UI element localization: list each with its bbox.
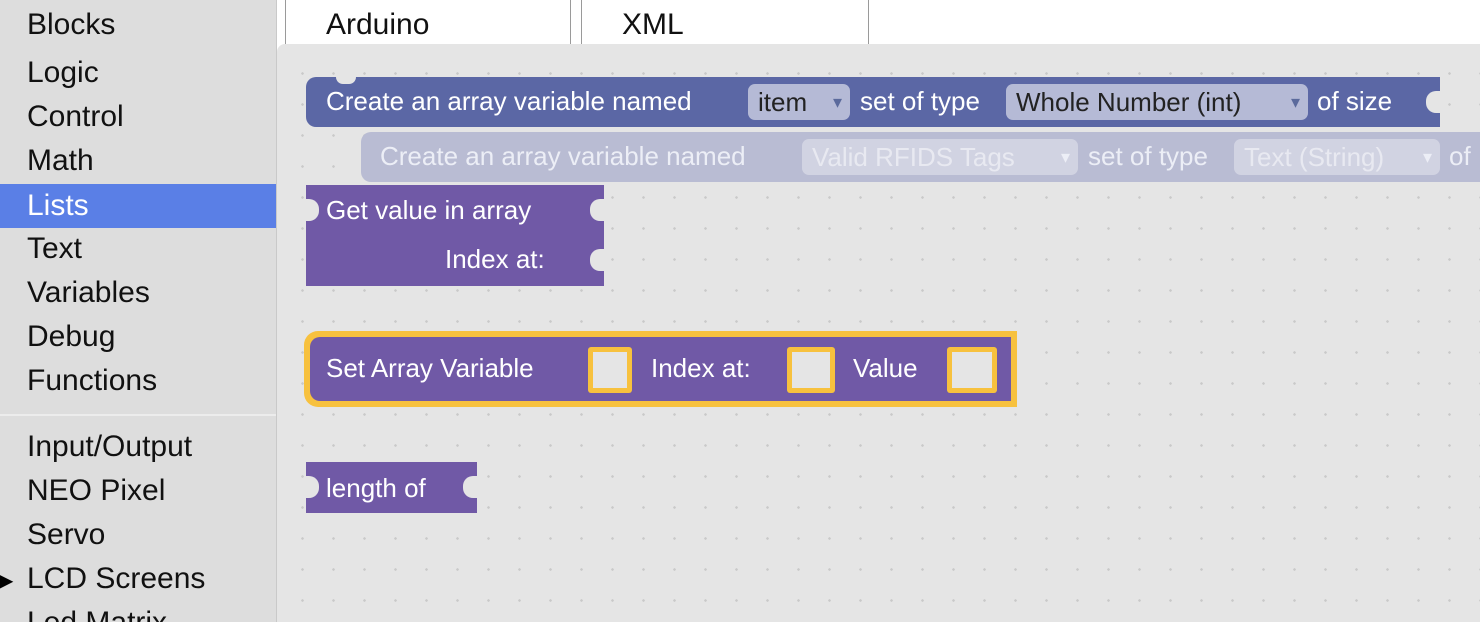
block-label: Create an array variable named xyxy=(380,141,746,171)
slot-inner xyxy=(952,352,992,388)
toolbox-category-control[interactable]: Control xyxy=(27,100,124,133)
set-array-variable-block[interactable]: Set Array Variable Index at: Value xyxy=(310,337,1011,401)
slot-inner xyxy=(792,352,830,388)
toolbox-category-variables[interactable]: Variables xyxy=(27,276,150,309)
index-input-socket[interactable] xyxy=(590,249,604,271)
toolbox-category-lists[interactable]: Lists xyxy=(0,184,276,228)
chevron-down-icon: ▾ xyxy=(1290,92,1300,112)
get-value-in-array-block[interactable]: Get value in array Index at: xyxy=(305,185,604,286)
block-flyout-workspace[interactable]: Create an array variable named Valid RFI… xyxy=(277,44,1480,622)
create-array-block[interactable]: Create an array variable named item ▾ se… xyxy=(306,77,1440,127)
tab-xml[interactable]: XML xyxy=(581,0,869,44)
dropdown-value: Valid RFIDS Tags xyxy=(812,142,1015,172)
block-label: Set Array Variable xyxy=(326,353,534,383)
chevron-down-icon: ▾ xyxy=(832,92,842,112)
variable-name-dropdown[interactable]: item ▾ xyxy=(748,84,850,120)
toolbox-category-debug[interactable]: Debug xyxy=(27,320,116,353)
toolbox-category-text[interactable]: Text xyxy=(27,232,83,265)
value-label: Value xyxy=(853,353,918,383)
block-label: Create an array variable named xyxy=(326,86,692,116)
input-socket[interactable] xyxy=(463,476,477,498)
toolbox-category-logic[interactable]: Logic xyxy=(27,56,99,89)
toolbox-category-lcd-screens[interactable]: ▶ LCD Screens xyxy=(0,557,276,601)
chevron-down-icon: ▾ xyxy=(1422,147,1432,167)
variable-input-slot[interactable] xyxy=(588,347,632,393)
value-input-slot[interactable] xyxy=(947,347,997,393)
create-array-block-ghost[interactable]: Create an array variable named Valid RFI… xyxy=(361,132,1480,182)
block-notch xyxy=(336,77,356,84)
index-input-slot[interactable] xyxy=(787,347,835,393)
type-dropdown[interactable]: Whole Number (int) ▾ xyxy=(1006,84,1308,120)
slot-inner xyxy=(593,352,627,388)
length-of-block[interactable]: length of xyxy=(305,462,477,513)
toolbox-sidebar: Blocks Logic Control Math Lists Text Var… xyxy=(0,0,277,622)
block-label: of xyxy=(1449,141,1471,171)
toolbox-category-blocks[interactable]: Blocks xyxy=(27,8,116,41)
tab-bar: Arduino XML xyxy=(277,0,1480,44)
block-label: length of xyxy=(326,473,426,503)
sidebar-divider xyxy=(0,414,276,416)
index-label: Index at: xyxy=(651,353,751,383)
dropdown-value: Whole Number (int) xyxy=(1016,87,1242,117)
expand-arrow-icon[interactable]: ▶ xyxy=(0,571,13,591)
output-connector xyxy=(305,476,319,498)
toolbox-category-neo-pixel[interactable]: NEO Pixel xyxy=(27,474,166,507)
dropdown-value: Text (String) xyxy=(1244,142,1385,172)
block-label: set of type xyxy=(860,86,980,116)
toolbox-category-math[interactable]: Math xyxy=(27,144,94,177)
output-connector xyxy=(305,199,319,221)
dropdown-value: item xyxy=(758,87,808,117)
variable-name-dropdown[interactable]: Valid RFIDS Tags ▾ xyxy=(802,139,1078,175)
array-input-socket[interactable] xyxy=(590,199,604,221)
block-label: Get value in array xyxy=(326,195,532,225)
index-label: Index at: xyxy=(445,244,545,274)
type-dropdown[interactable]: Text (String) ▾ xyxy=(1234,139,1440,175)
block-label: of size xyxy=(1317,86,1393,116)
input-socket[interactable] xyxy=(1426,91,1440,113)
block-label: set of type xyxy=(1088,141,1208,171)
toolbox-category-led-matrix[interactable]: Led Matrix xyxy=(0,601,276,622)
tab-arduino[interactable]: Arduino xyxy=(285,0,571,44)
toolbox-category-functions[interactable]: Functions xyxy=(27,364,158,397)
chevron-down-icon: ▾ xyxy=(1060,147,1070,167)
category-label: LCD Screens xyxy=(27,562,206,595)
toolbox-category-servo[interactable]: Servo xyxy=(27,518,106,551)
toolbox-category-input-output[interactable]: Input/Output xyxy=(27,430,193,463)
